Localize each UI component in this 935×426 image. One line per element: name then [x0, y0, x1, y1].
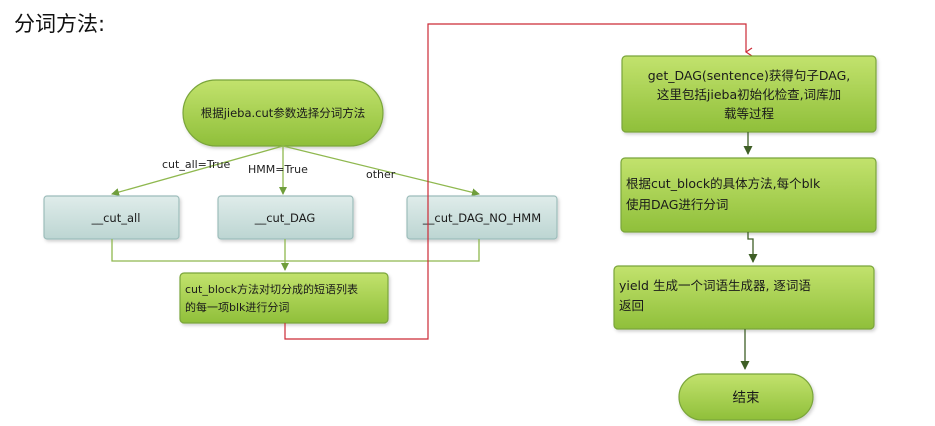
block-method-node-shape: [620, 157, 877, 233]
block-method-node: 根据cut_block的具体方法,每个blk 使用DAG进行分词: [620, 157, 877, 233]
cut-dag-no-hmm-node-shape: [406, 195, 558, 240]
edge-merge-bracket: [111, 239, 480, 262]
end-node-shape: [678, 373, 814, 421]
edge-label-hmm: HMM=True: [248, 163, 308, 176]
get-dag-node-line-2: 这里包括jieba初始化检查,词库加: [657, 87, 841, 102]
end-node-label: 结束: [733, 390, 761, 406]
cut-block-node-line-2: 的每一项blk进行分词: [185, 300, 289, 314]
yield-node-line-1: yield 生成一个词语生成器, 逐词语: [619, 278, 811, 293]
cut-all-node: __cut_all: [43, 195, 180, 240]
yield-node: yield 生成一个词语生成器, 逐词语 返回: [613, 265, 875, 330]
get-dag-node-shape: [621, 55, 877, 133]
cut-dag-no-hmm-node: __cut_DAG_NO_HMM: [406, 195, 558, 240]
edge-start-to-cut-all: [111, 145, 284, 196]
cut-dag-node: __cut_DAG: [217, 195, 354, 240]
cut-block-node: cut_block方法对切分成的短语列表 的每一项blk进行分词: [179, 272, 389, 324]
cut-all-node-label: __cut_all: [91, 211, 141, 225]
edge-label-cut-all: cut_all=True: [162, 158, 230, 171]
get-dag-node-line-1: get_DAG(sentence)获得句子DAG,: [648, 68, 851, 83]
edge-block-method-to-yield: [747, 232, 758, 263]
edge-start-to-cut-dag-no-hmm: [282, 145, 480, 197]
get-dag-node: get_DAG(sentence)获得句子DAG, 这里包括jieba初始化检查…: [621, 55, 877, 133]
start-node: 根据jieba.cut参数选择分词方法: [182, 79, 384, 147]
edge-jump-to-get-dag: [284, 23, 746, 340]
yield-node-line-2: 返回: [619, 298, 644, 313]
cut-dag-node-label: __cut_DAG: [254, 211, 316, 225]
cut-block-node-line-1: cut_block方法对切分成的短语列表: [185, 282, 358, 296]
block-method-node-line-1: 根据cut_block的具体方法,每个blk: [626, 176, 821, 191]
block-method-node-line-2: 使用DAG进行分词: [626, 197, 728, 212]
page-title: 分词方法:: [14, 12, 106, 36]
get-dag-node-line-3: 载等过程: [724, 106, 775, 121]
yield-node-shape: [613, 265, 875, 330]
start-node-label: 根据jieba.cut参数选择分词方法: [201, 106, 366, 120]
end-node: 结束: [678, 373, 814, 421]
edge-label-other: other: [366, 168, 396, 181]
cut-dag-no-hmm-node-label: __cut_DAG_NO_HMM: [422, 211, 541, 225]
cut-block-node-shape: [179, 272, 389, 324]
